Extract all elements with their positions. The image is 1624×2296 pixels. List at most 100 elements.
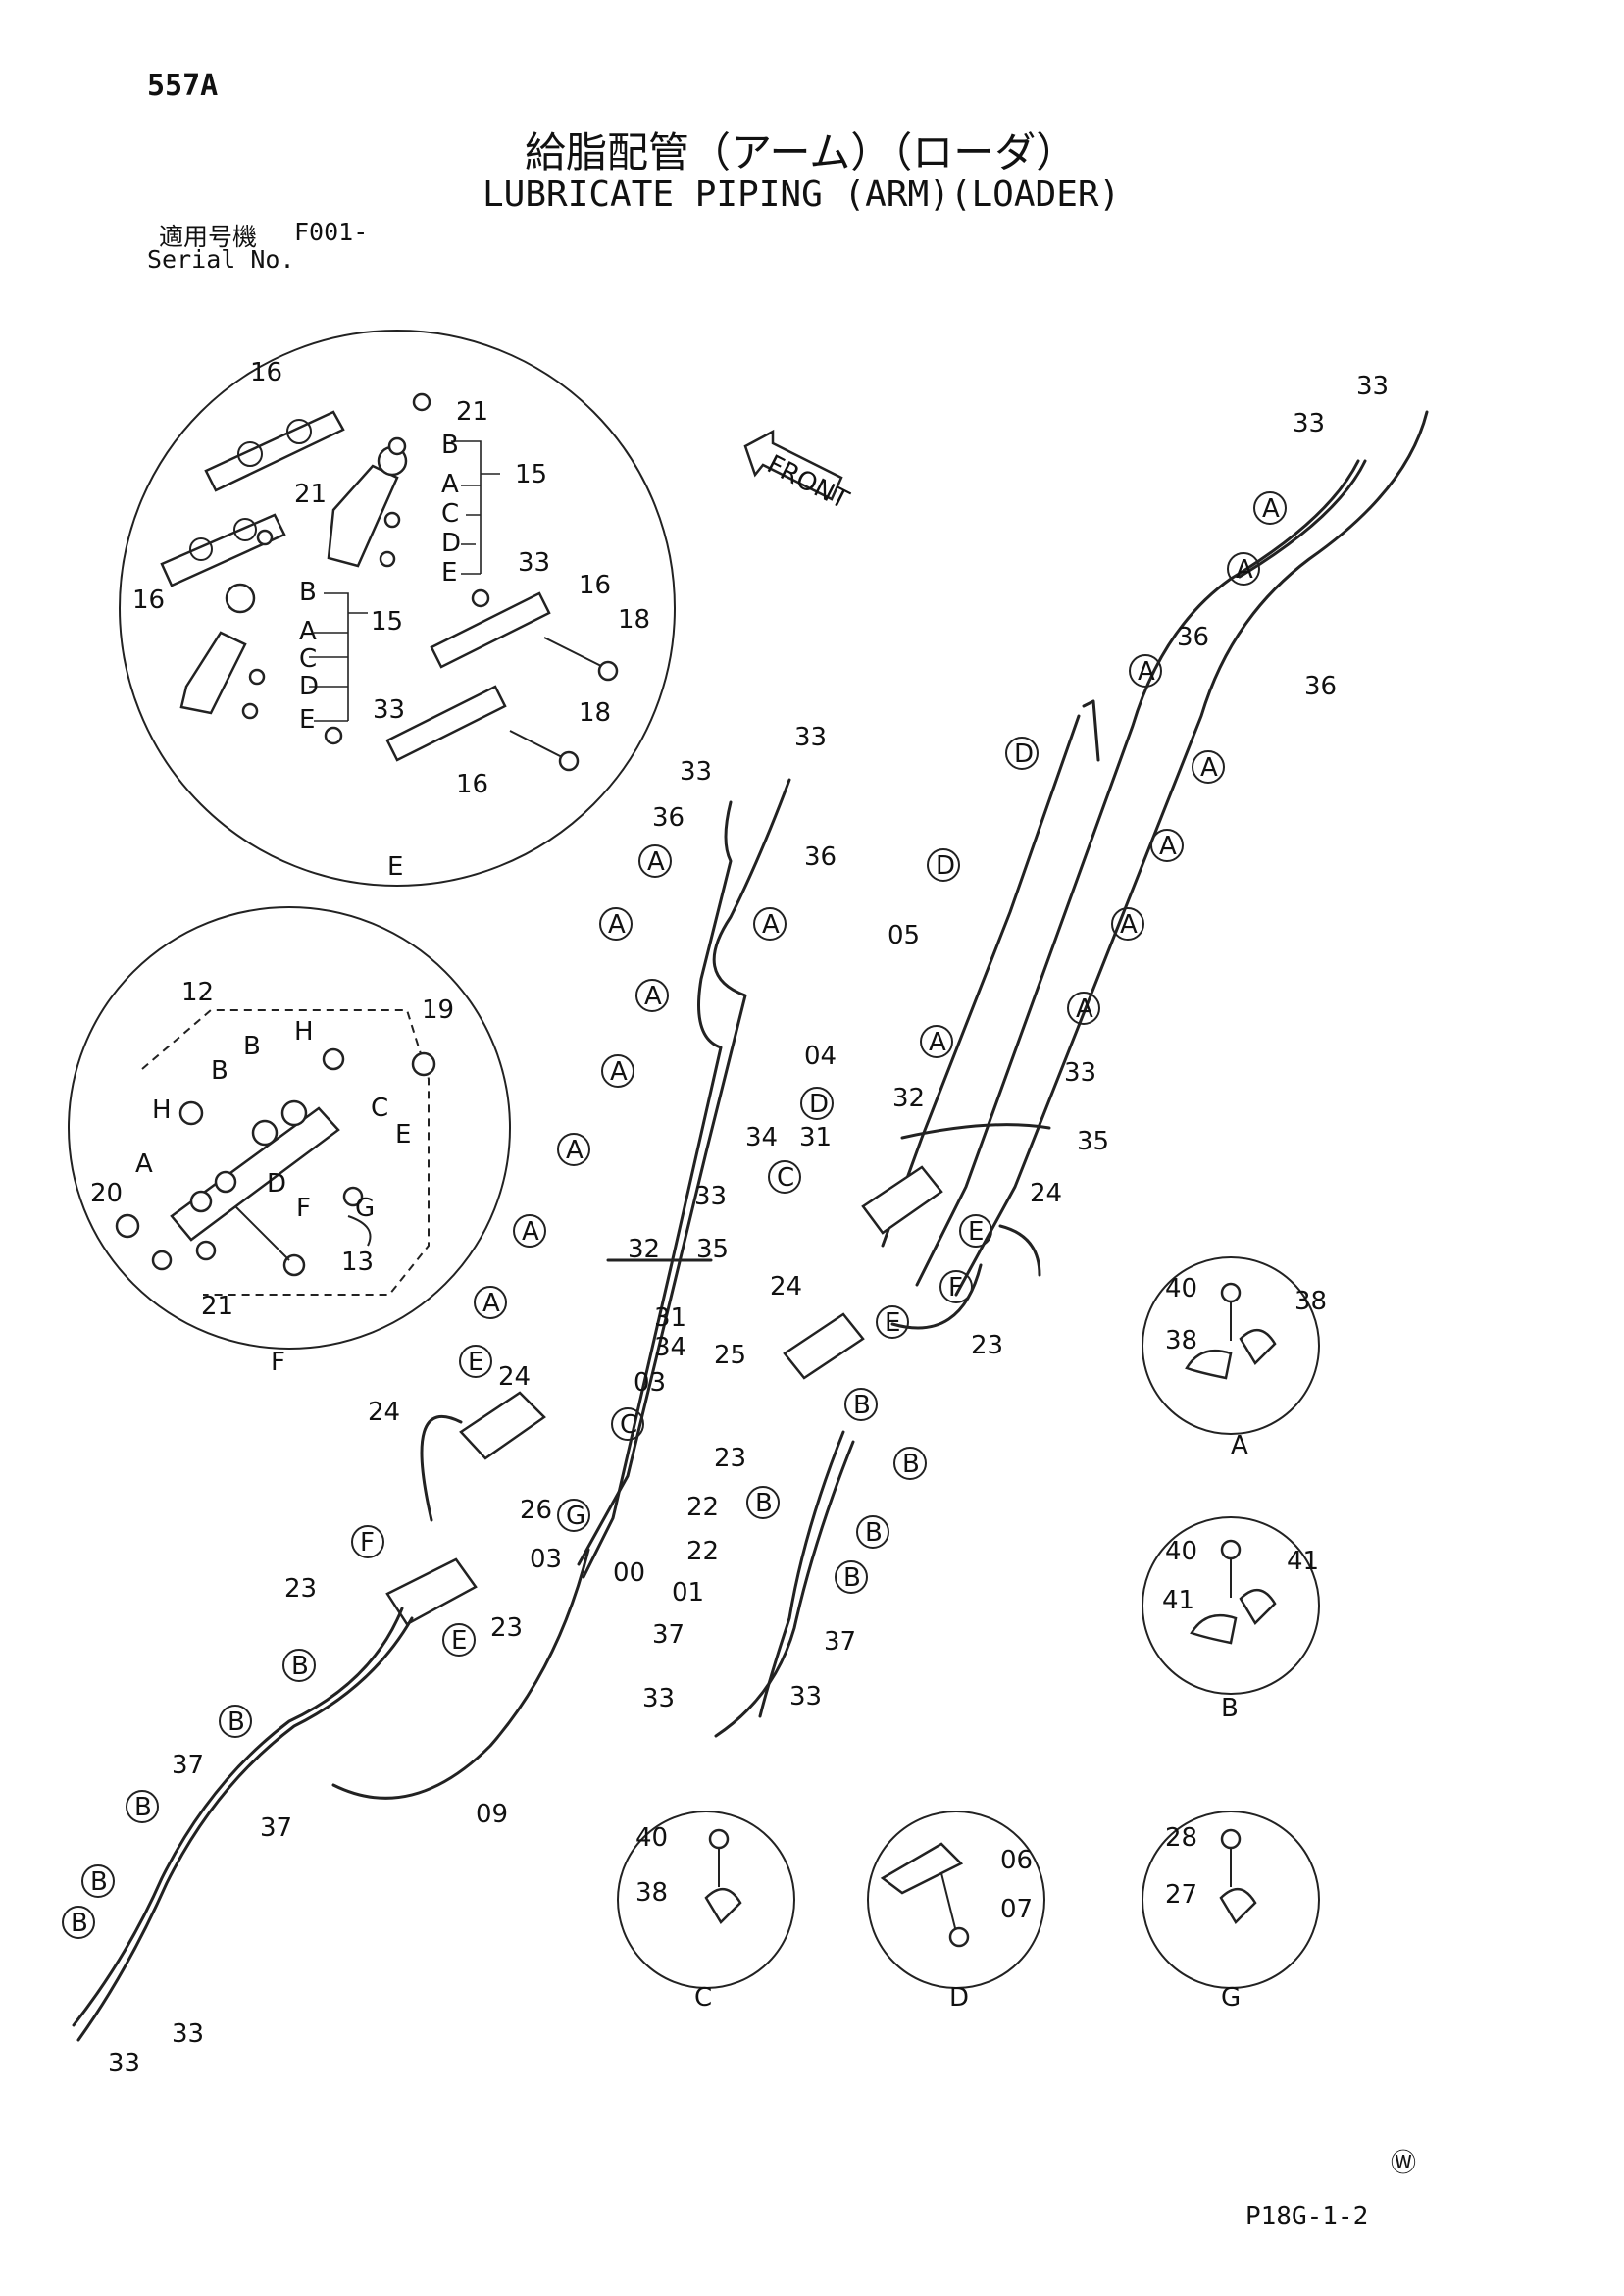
page-number: 557A [147,69,219,103]
label-e-18b: 18 [579,698,611,728]
svg-text:A: A [1236,555,1253,585]
main-callouts: 33 33 A A 36 36 A A A A A D D 05 A 33 35… [62,372,1389,2078]
callout-a-l5: A [601,1054,634,1088]
label-01: 01 [672,1578,704,1607]
callout-a-l7: A [513,1214,546,1248]
callout-a-4: A [1192,750,1225,784]
svg-text:A: A [647,847,665,877]
svg-text:B: B [853,1391,871,1420]
label-23-l2: 23 [490,1613,523,1643]
callout-b-1: B [844,1388,878,1421]
callout-f-l1: F [351,1525,384,1558]
detail-b-caption: B [1221,1694,1239,1723]
callout-b-l1: B [282,1649,316,1682]
label-f-20: 20 [90,1179,123,1208]
callout-a-l2: A [599,907,633,941]
detail-circle-a: 40 38 38 A [1142,1256,1327,1460]
label-23-mid: 23 [714,1444,746,1473]
main-pipe-assembly [72,410,1429,2042]
svg-text:A: A [566,1136,584,1165]
svg-text:B: B [228,1708,245,1737]
callout-d-2: D [927,848,960,882]
callout-a-l4: A [635,979,669,1012]
label-31-r: 31 [799,1123,832,1152]
label-24-l2: 24 [368,1398,400,1427]
label-e-d2: D [299,672,319,701]
label-03a: 03 [634,1368,666,1398]
label-e-15a: 15 [515,460,547,489]
label-31-mid: 31 [654,1303,686,1333]
label-f-19: 19 [422,995,454,1025]
callout-d-1: D [1005,737,1039,770]
svg-text:E: E [968,1217,984,1247]
label-e-b2: B [299,578,317,607]
label-e-c2: C [299,644,317,674]
callout-a-1: A [1253,491,1287,525]
label-33-rl: 33 [642,1684,675,1713]
detail-circle-b: 40 41 41 B [1142,1516,1320,1723]
svg-text:E: E [885,1308,900,1338]
detail-circle-e: 16 21 B A 15 C D E 33 21 16 B A 15 C D E… [119,330,676,887]
svg-text:D: D [809,1090,829,1119]
detail-f-caption: F [271,1348,285,1377]
label-f-13: 13 [341,1248,374,1277]
label-33-la2: 33 [680,757,712,787]
label-36a: 36 [1177,623,1209,652]
callout-a-l3: A [753,907,787,941]
callout-f-1: F [939,1270,973,1303]
label-36-la2: 36 [804,842,837,872]
callout-b-l4: B [81,1864,115,1898]
front-direction-arrow: FRONT [743,429,853,516]
label-e-33b: 33 [373,695,405,725]
serial-label-english: Serial No. [147,245,295,274]
label-34-r: 34 [745,1123,778,1152]
callout-e-2: E [876,1305,909,1339]
label-37-l2: 37 [260,1813,292,1843]
svg-text:B: B [843,1563,861,1593]
detail-e-caption: E [387,852,403,882]
label-d-07: 07 [1000,1895,1033,1924]
callout-e-l2: E [442,1623,476,1657]
label-03b: 03 [530,1545,562,1574]
label-22a: 22 [686,1493,719,1522]
svg-text:A: A [610,1057,628,1087]
label-e-33a: 33 [518,548,550,578]
label-f-e: E [395,1120,411,1149]
label-a-38a: 38 [1294,1287,1327,1316]
svg-text:A: A [1120,910,1138,940]
label-f-b1: B [243,1032,261,1061]
label-f-a: A [135,1149,153,1179]
label-b-41b: 41 [1162,1586,1194,1615]
callout-e-l1: E [459,1345,492,1378]
label-04: 04 [804,1042,837,1071]
label-22b: 22 [686,1537,719,1566]
callout-a-8: A [920,1025,953,1058]
label-e-b1: B [441,431,459,460]
label-e-a2: A [299,617,317,646]
label-e-d1: D [441,529,461,558]
title-japanese: 給脂配管（アーム）（ローダ） [525,128,1078,177]
svg-text:A: A [762,910,780,940]
detail-circle-f: 12 B H 19 B H C E A D F G 20 13 21 F [68,906,511,1377]
svg-text:F: F [360,1528,375,1557]
drawing-code: P18G-1-2 [1245,2202,1369,2231]
label-24-mid: 24 [770,1272,802,1301]
svg-text:G: G [566,1502,585,1531]
svg-text:B: B [71,1909,88,1938]
callout-a-l1: A [638,844,672,878]
svg-text:B: B [90,1867,108,1897]
label-32-mid: 32 [628,1235,660,1264]
detail-circle-c: 40 38 C [617,1811,795,2013]
callout-b-l5: B [62,1906,95,1939]
svg-text:B: B [902,1450,920,1479]
label-d-06: 06 [1000,1846,1033,1875]
label-f-c: C [371,1094,388,1123]
label-b-41a: 41 [1287,1547,1319,1576]
label-33-r: 33 [1064,1058,1096,1088]
label-f-g: G [355,1194,375,1223]
detail-c-caption: C [694,1983,712,2013]
label-33-rr: 33 [789,1682,822,1711]
callout-a-l8: A [474,1286,507,1319]
svg-text:A: A [1200,753,1218,783]
svg-text:D: D [936,851,955,881]
